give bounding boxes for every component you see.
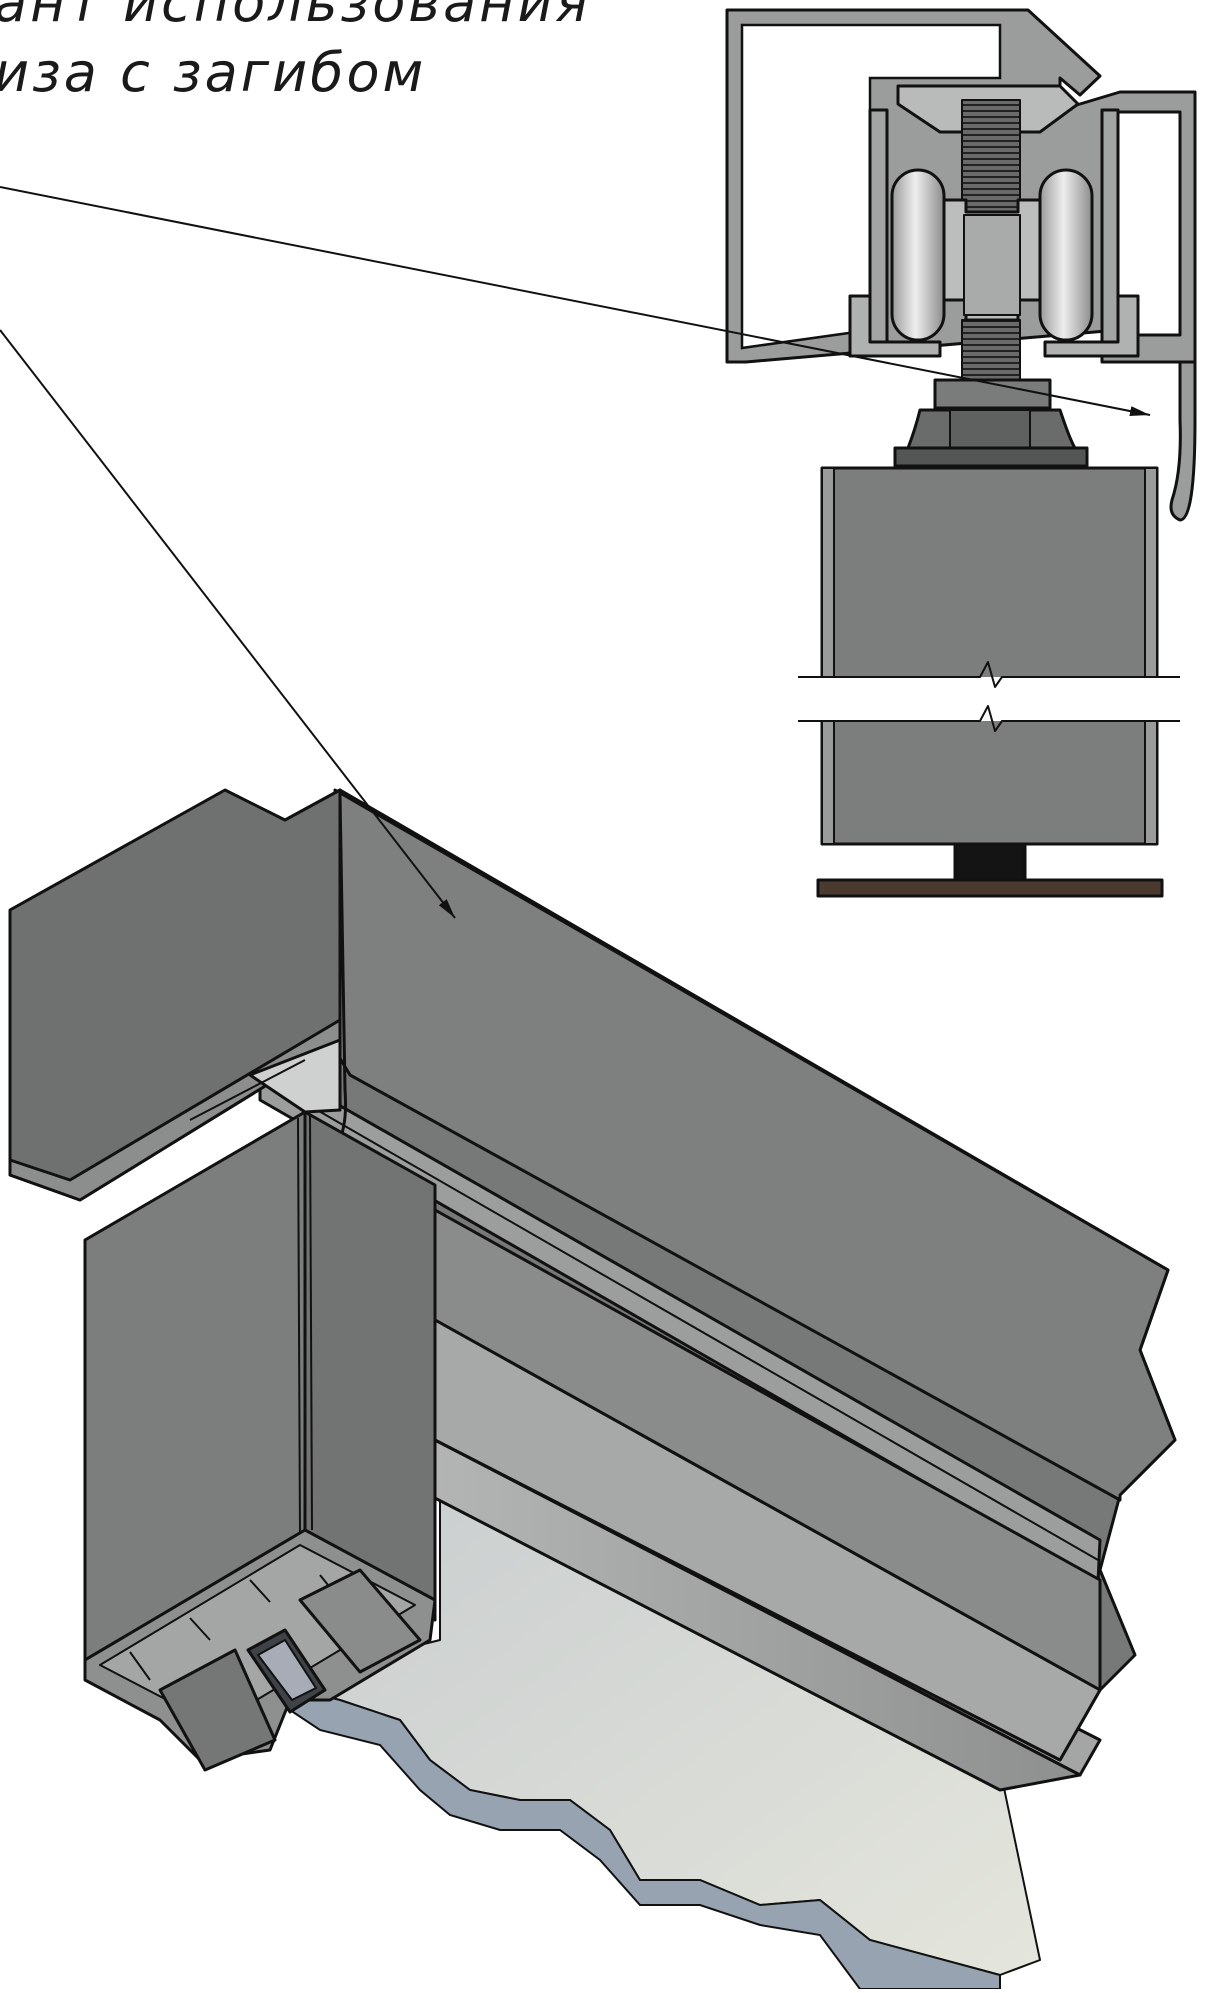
isometric-profile-view	[8, 788, 1177, 1990]
caption-line-2: иза с загибом	[0, 41, 427, 104]
leader-arrow-icon	[0, 186, 1151, 919]
cross-section-icon	[725, 8, 1197, 898]
break-line-icon	[798, 661, 1180, 732]
caption-line-1: ант использования	[0, 0, 592, 34]
